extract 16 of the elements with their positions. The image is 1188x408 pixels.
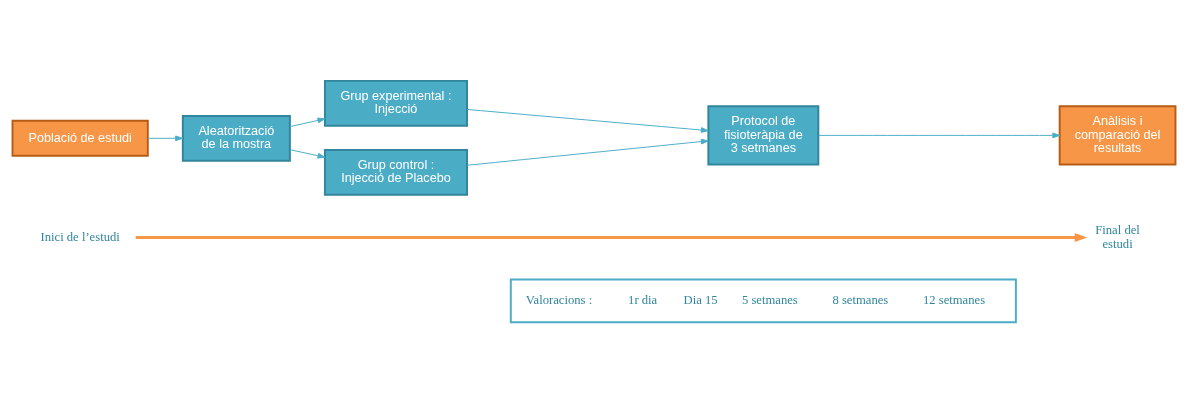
arrow [289, 149, 326, 159]
node-text: Inici de l’estudi [40, 229, 120, 244]
node-box: Protocol de fisioteràpia de 3 setmanes [707, 105, 820, 166]
arrow [818, 132, 1061, 139]
arrow [466, 138, 709, 166]
node-text: Final del estudi [1095, 223, 1140, 251]
node-box: Valoracions : 1r dia Dia 15 5 setmanes 8 setmanes 12 setmanes [509, 278, 1017, 324]
node-box: Anàlisis i comparació del resultats [1058, 105, 1177, 166]
arrow [135, 233, 1088, 242]
arrow [147, 135, 183, 142]
node-box: Aleatorització de la mostra [181, 114, 291, 162]
node-box: Grup experimental : Injecció [323, 79, 468, 127]
node-box: Població de estudi [11, 119, 149, 157]
arrow [466, 109, 709, 133]
node-box: Grup control : Injecció de Placebo [323, 149, 468, 196]
arrow [289, 117, 326, 128]
